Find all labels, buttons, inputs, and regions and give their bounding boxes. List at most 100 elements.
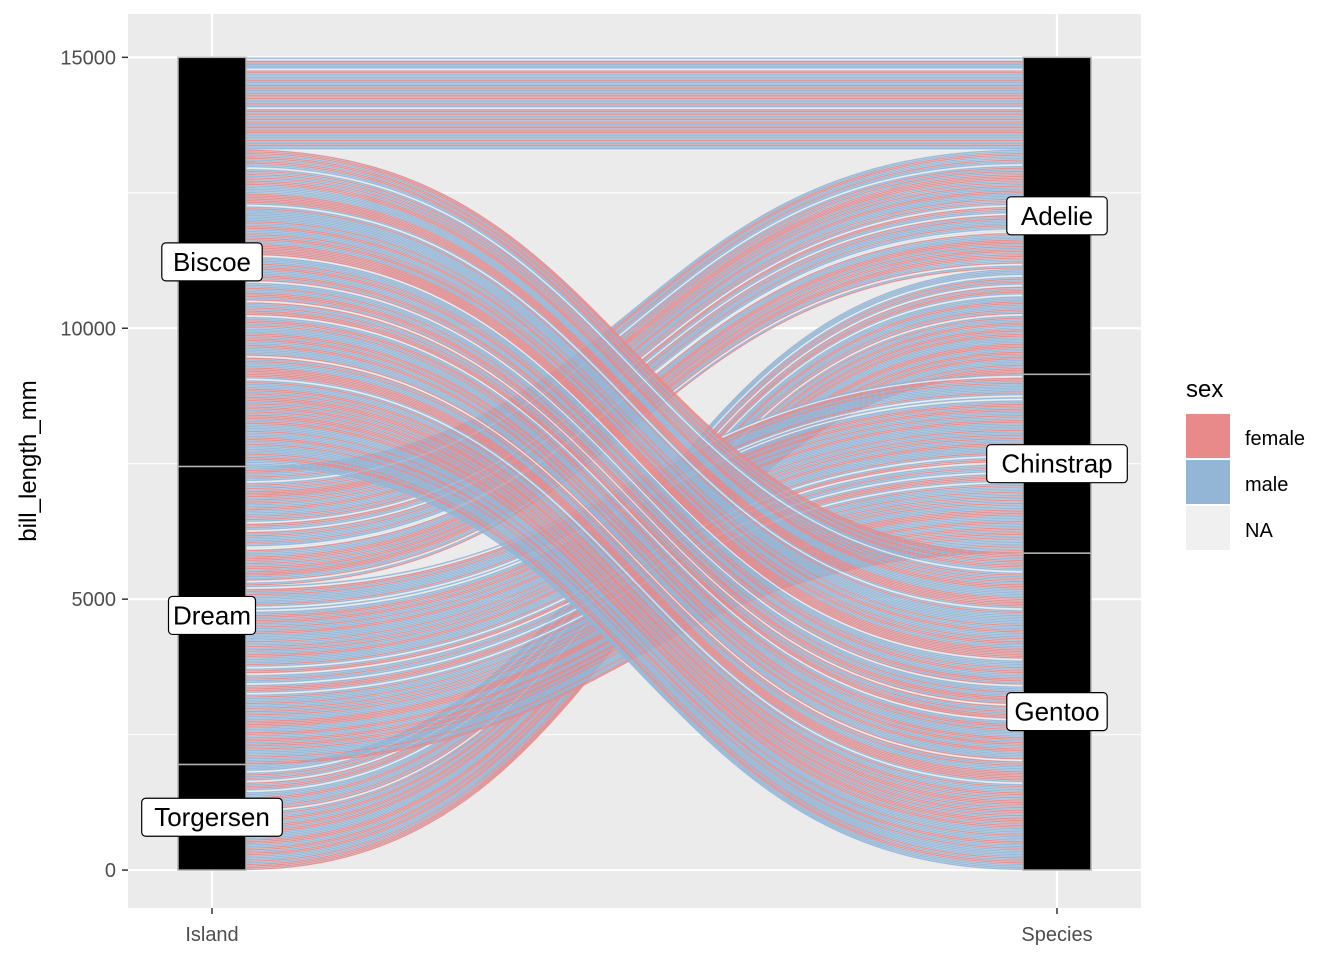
flow-line <box>245 404 1024 810</box>
flow-line <box>245 255 1024 661</box>
flow-line <box>245 232 1024 638</box>
flow-line <box>245 346 1024 752</box>
y-tick-label: 5000 <box>72 589 117 611</box>
stratum-label-biscoe: Biscoe <box>161 242 263 282</box>
flow-line <box>245 240 1024 646</box>
flow-line <box>245 312 1024 718</box>
flow-line <box>245 325 1024 731</box>
flow-line <box>245 248 1024 654</box>
flow-line <box>245 315 1024 721</box>
flow-line <box>245 170 1024 576</box>
stratum-label-box <box>1006 196 1108 236</box>
stratum-label-text: Dream <box>173 600 251 630</box>
flow-line <box>245 455 1024 861</box>
flow-line <box>245 411 1024 817</box>
legend-key-male <box>1186 460 1230 504</box>
flow-line <box>245 200 1024 605</box>
flow-line <box>245 465 1024 870</box>
flow-line <box>245 201 1024 607</box>
flow-line <box>245 359 1024 765</box>
y-tick-label: 10000 <box>60 318 116 340</box>
flow-line <box>245 250 1024 656</box>
flow-line <box>245 198 1024 604</box>
flow-line <box>245 161 1024 566</box>
stratum-label-box <box>141 797 283 837</box>
flow-line <box>245 203 1024 609</box>
flow-line <box>245 214 1024 620</box>
flow-line <box>245 188 1024 594</box>
flow-biscoe-gentoo <box>245 149 1024 871</box>
y-tick-label: 0 <box>105 860 116 882</box>
flow-line <box>245 278 1024 683</box>
flow-line <box>245 282 1024 688</box>
flow-line <box>245 297 1024 703</box>
flow-line <box>245 453 1024 859</box>
flow-line <box>245 323 1024 729</box>
flow-line <box>245 357 1024 763</box>
flow-line <box>245 344 1024 750</box>
stratum-label-box <box>986 444 1128 484</box>
flow-line <box>245 393 1024 799</box>
flow-line <box>245 253 1024 659</box>
flow-line <box>245 447 1024 852</box>
flow-line <box>245 265 1024 670</box>
flow-line <box>245 239 1024 644</box>
x-tick-label: Species <box>1021 924 1092 946</box>
flow-line <box>245 354 1024 760</box>
stratum-label-chinstrap: Chinstrap <box>986 444 1128 484</box>
flow-line <box>245 162 1024 568</box>
flow-line <box>245 399 1024 805</box>
legend-label: male <box>1245 474 1288 496</box>
flow-line <box>245 159 1024 565</box>
flow-line <box>245 260 1024 666</box>
flow-line <box>245 352 1024 758</box>
flow-line <box>245 247 1024 653</box>
flow-line <box>245 243 1024 649</box>
flow-line <box>245 365 1024 771</box>
flow-line <box>245 334 1024 740</box>
flow-line <box>245 373 1024 779</box>
stratum-label-text: Chinstrap <box>1001 449 1112 479</box>
stratum-label-text: Biscoe <box>173 247 251 277</box>
flow-line <box>245 398 1024 804</box>
flow-line <box>245 377 1024 783</box>
flow-line <box>245 461 1024 867</box>
flow-line <box>245 284 1024 690</box>
flow-line <box>245 234 1024 640</box>
flow-line <box>245 165 1024 571</box>
flow-line <box>245 180 1024 586</box>
flow-line <box>245 422 1024 828</box>
stratum-label-adelie: Adelie <box>1006 196 1108 236</box>
stratum-label-text: Gentoo <box>1014 697 1099 727</box>
stratum-label-box <box>161 242 263 282</box>
flow-line <box>245 217 1024 623</box>
flow-line <box>245 452 1024 857</box>
flow-line <box>245 302 1024 708</box>
flow-line <box>245 443 1024 849</box>
legend-key-na <box>1186 506 1230 550</box>
stratum-label-dream: Dream <box>167 595 257 636</box>
flow-line <box>245 456 1024 862</box>
flow-line <box>245 396 1024 802</box>
flow-line <box>245 427 1024 833</box>
flow-line <box>245 216 1024 622</box>
flow-line <box>245 382 1024 787</box>
flow-line <box>245 313 1024 719</box>
flow-line <box>245 258 1024 664</box>
stratum-label-box <box>1006 691 1108 732</box>
flow-line <box>245 356 1024 761</box>
stratum-labels: TorgersenDreamBiscoeGentooChinstrapAdeli… <box>141 196 1128 837</box>
flow-line <box>245 229 1024 635</box>
flow-biscoe-adelie <box>245 57 1023 150</box>
flow-line <box>245 432 1024 838</box>
flow-line <box>245 174 1024 579</box>
flow-line <box>245 419 1024 825</box>
legend-title: sex <box>1186 376 1223 403</box>
flow-line <box>245 276 1024 682</box>
y-tick-label: 15000 <box>60 47 116 69</box>
flow-line <box>245 299 1024 705</box>
flow-line <box>245 362 1024 768</box>
flow-line <box>245 370 1024 776</box>
flow-line <box>245 156 1024 562</box>
flow-line <box>245 391 1024 797</box>
